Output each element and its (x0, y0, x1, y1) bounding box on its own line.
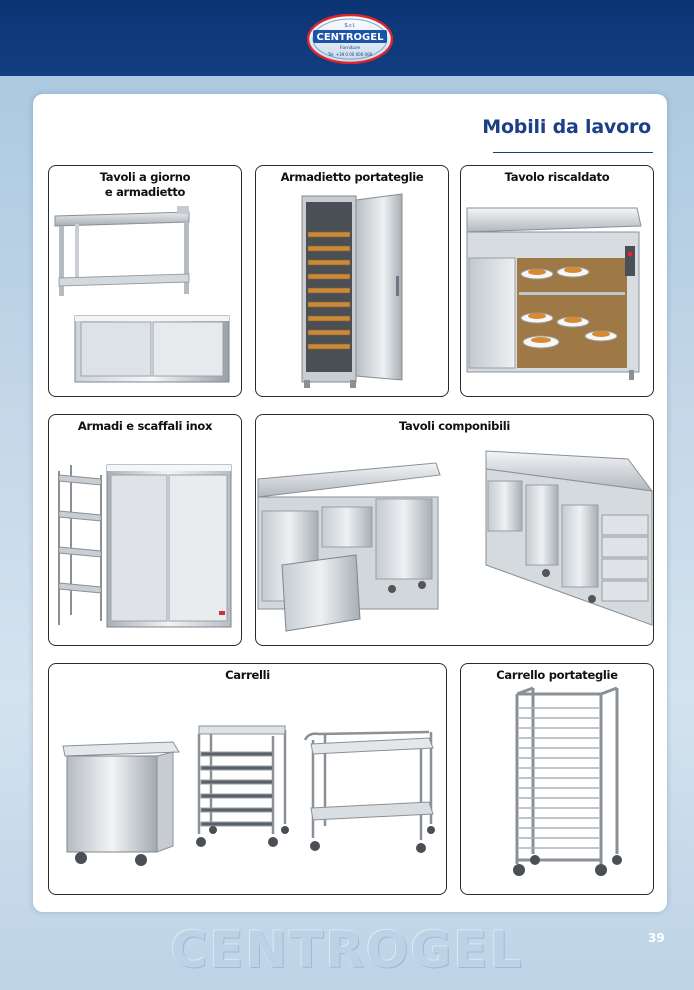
cabinets-and-shelves-image (58, 464, 232, 628)
product-card-armadietto-portateglie[interactable]: Armadietto portateglie (255, 165, 449, 397)
product-card-carrelli[interactable]: Carrelli (48, 663, 447, 895)
product-label: Tavoli a giorno e armadietto (49, 170, 241, 200)
logo-brand-text: CENTROGEL (317, 32, 385, 43)
tray-trolley-image (513, 686, 622, 876)
product-label: Tavoli componibili (398, 419, 511, 433)
product-label: Armadi e scaffali inox (77, 419, 213, 433)
product-label: Tavolo riscaldato (504, 170, 610, 184)
product-card-tavoli-a-giorno[interactable]: Tavoli a giorno e armadietto (48, 165, 242, 397)
page-number: 39 (648, 931, 665, 945)
page-header: S.r.l. CENTROGEL Forniture Tel. +39 0 00… (0, 0, 694, 76)
logo-phone-text: Tel. +39 0 00 000 000 (327, 52, 373, 57)
product-label-line2: e armadietto (104, 185, 186, 199)
product-label: Carrello portateglie (496, 668, 618, 682)
product-label: Armadietto portateglie (280, 170, 424, 184)
product-card-carrello-portateglie[interactable]: Carrello portateglie (460, 663, 654, 895)
product-label-line1: Tavoli a giorno (99, 170, 191, 184)
brand-watermark: CENTROGEL (170, 921, 524, 979)
title-underline (493, 152, 653, 153)
page-title: Mobili da lavoro (482, 116, 651, 138)
tray-cabinet-image (301, 193, 403, 388)
product-card-tavolo-riscaldato[interactable]: Tavolo riscaldato (460, 165, 654, 397)
product-card-armadi-scaffali[interactable]: Armadi e scaffali inox (48, 414, 242, 646)
trolleys-image (62, 725, 435, 866)
logo-top-text: S.r.l. (345, 23, 356, 29)
catalog-sheet: Mobili da lavoro Tavoli a giorno e armad… (33, 94, 667, 912)
modular-tables-image (257, 450, 653, 632)
centrogel-logo: S.r.l. CENTROGEL Forniture Tel. +39 0 00… (307, 14, 393, 64)
logo-sub-text: Forniture (340, 45, 360, 51)
product-card-tavoli-componibili[interactable]: Tavoli componibili (255, 414, 654, 646)
product-label: Carrelli (225, 668, 270, 682)
heated-table-image (466, 207, 642, 380)
work-table-and-cabinet-image (54, 206, 230, 383)
